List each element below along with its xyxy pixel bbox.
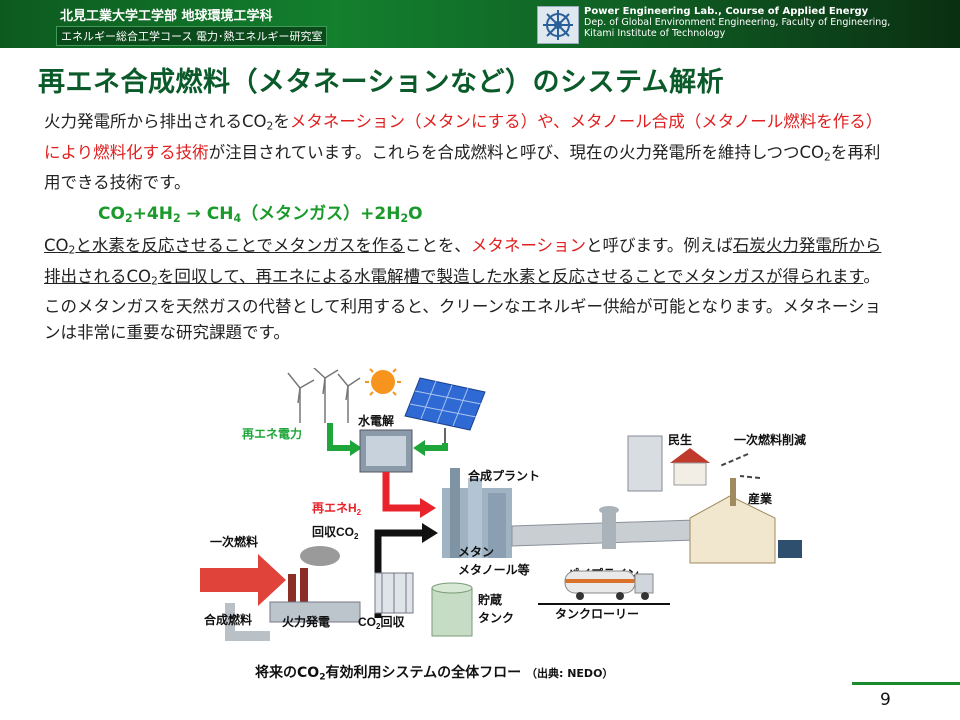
label-storage: 貯蔵: [478, 592, 502, 607]
label-electrolysis: 水電解: [358, 413, 394, 428]
co2-utilization-flow-figure: 再エネ電力 水電解 再エネH2 回収CO2 合成プラント パイプライン: [200, 364, 820, 653]
h2-flow-arrow: [382, 472, 420, 512]
eq-term: +4H: [132, 204, 173, 224]
text-span: CO: [358, 615, 376, 629]
synthesis-plant-icon: [442, 468, 512, 558]
subscript: 2: [319, 672, 326, 683]
caption-source: （出典: NEDO）: [525, 667, 614, 680]
subscript: 2: [400, 211, 409, 225]
underlined-text: 石炭火力発電所から排出されるCO2を回収して、再エネによる水電解槽で製造した水素…: [44, 236, 882, 288]
label-tank: タンク: [478, 611, 514, 625]
subscript: 2: [357, 508, 362, 517]
eq-term: O: [408, 204, 423, 224]
subscript: 4: [233, 211, 242, 225]
residential-building-icon: [627, 435, 710, 492]
label-renewable-power: 再エネ電力: [242, 426, 302, 441]
subscript: 2: [824, 150, 831, 164]
subscript: 2: [266, 119, 274, 133]
subscript: 2: [172, 211, 181, 225]
text-span: ことを、: [404, 236, 471, 255]
subscript: 2: [376, 622, 381, 631]
arrowhead: [350, 440, 362, 456]
methanation-paragraph: CO2と水素を反応させることでメタンガスを作ることを、メタネーションと呼びます。…: [44, 233, 894, 346]
lab-name: エネルギー総合工学コース 電力･熱エネルギー研究室: [56, 26, 328, 46]
dept-name: 北見工業大学工学部 地球環境工学科: [60, 9, 273, 24]
co2-recovery-unit-icon: [374, 572, 414, 614]
label-tank-lorry: タンクローリー: [555, 607, 639, 621]
page-title: 再エネ合成燃料（メタネーションなど）のシステム解析: [38, 67, 725, 98]
tank-lorry-icon: [538, 570, 670, 605]
renewable-power-arrow: [327, 423, 448, 451]
text-span: 石炭火力発電所から排出されるCO: [44, 236, 882, 286]
highlight-text: メタネーション（メタンにする）や、メタノール合成（メタノール燃料を作る）により燃…: [44, 112, 883, 162]
subscript: 2: [68, 243, 76, 257]
subscript: 2: [124, 211, 133, 225]
lab-english-name: Power Engineering Lab., Course of Applie…: [584, 6, 890, 39]
electrolyzer-icon: [359, 429, 413, 473]
pipeline-icon: [511, 506, 696, 549]
label-recovered-co2: 回収CO2: [312, 525, 359, 541]
text-span: 有効利用システムの全体フロー: [325, 665, 522, 681]
label-primary-fuel: 一次燃料: [210, 534, 258, 549]
text-span: を回収して、再エネによる水電解槽で製造した水素と反応させることでメタンガスが得ら…: [157, 266, 864, 286]
factory-icon: [689, 478, 802, 564]
underlined-text: CO2と水素を反応させることでメタンガスを作る: [44, 236, 405, 257]
lab-english-line1: Power Engineering Lab., Course of Applie…: [584, 6, 869, 17]
label-residential: 民生: [668, 432, 692, 447]
solar-panel-icon: [404, 377, 486, 443]
eq-arrow: →: [180, 204, 207, 224]
primary-fuel-arrow: [200, 554, 286, 606]
label-synthesis-plant: 合成プラント: [468, 468, 540, 483]
text-span: を: [273, 112, 290, 131]
storage-tank-icon: [431, 582, 473, 637]
text-span: 将来のCO: [255, 665, 320, 681]
text-span: 再エネH: [312, 501, 357, 515]
text-span: が注目されています。これらを合成燃料と呼び、現在の火力発電所を維持しつつCO: [208, 142, 825, 162]
page-number: 9: [880, 690, 891, 710]
eq-term: （メタンガス）+2H: [241, 204, 401, 224]
synthetic-fuel-loop: [225, 603, 270, 641]
label-synthetic-fuel: 合成燃料: [204, 612, 252, 627]
eq-term: CO: [98, 204, 125, 224]
flow-diagram: 再エネ電力 水電解 再エネH2 回収CO2 合成プラント パイプライン: [200, 364, 806, 641]
text-span: を再利用できる技術です。: [44, 142, 881, 193]
label-primary-fuel-reduction: 一次燃料削減: [734, 432, 806, 447]
arrowhead: [422, 523, 438, 543]
subscript: 2: [354, 532, 359, 541]
eq-term: CH: [206, 204, 234, 224]
text-span: CO: [44, 236, 69, 255]
label-co2-recovery: CO2回収: [358, 615, 405, 631]
text-span: 回収: [380, 615, 405, 629]
arrowhead: [420, 498, 436, 518]
text-span: と呼びます。例えば: [586, 236, 733, 255]
arrowhead: [413, 440, 425, 456]
reduction-arrow-icon: [719, 453, 761, 479]
label-renewable-h2: 再エネH2: [312, 501, 362, 517]
label-industry: 産業: [748, 491, 773, 506]
thermal-power-plant-icon: [269, 546, 361, 623]
highlight-text: メタネーション: [470, 236, 587, 255]
text-span: 回収CO: [312, 525, 354, 539]
university-logo-icon: [537, 6, 579, 44]
subscript: 2: [151, 274, 158, 288]
wind-turbine-icon: [287, 365, 361, 423]
lab-english-line3: Kitami Institute of Technology: [584, 28, 726, 39]
figure-caption: 将来のCO2有効利用システムの全体フロー （出典: NEDO）: [255, 662, 613, 682]
label-methanol: メタノール等: [458, 562, 530, 577]
sun-icon: [365, 364, 401, 396]
label-methane: メタン: [458, 545, 494, 559]
intro-paragraph: 火力発電所から排出されるCO2をメタネーション（メタンにする）や、メタノール合成…: [44, 109, 894, 196]
text-span: 。このメタンガスを天然ガスの代替として利用すると、クリーンなエネルギー供給が可能…: [44, 266, 882, 343]
label-thermal-power: 火力発電: [282, 614, 330, 629]
header-bar: 北見工業大学工学部 地球環境工学科 エネルギー総合工学コース 電力･熱エネルギー…: [0, 0, 960, 48]
text-span: と水素を反応させることでメタンガスを作る: [75, 236, 405, 255]
footer-rule: [852, 682, 960, 685]
text-span: 火力発電所から排出されるCO: [44, 112, 267, 131]
methanation-equation: CO2+4H2 → CH4（メタンガス）+2H2O: [98, 199, 423, 225]
lab-english-line2: Dep. of Global Environment Engineering, …: [584, 17, 891, 28]
